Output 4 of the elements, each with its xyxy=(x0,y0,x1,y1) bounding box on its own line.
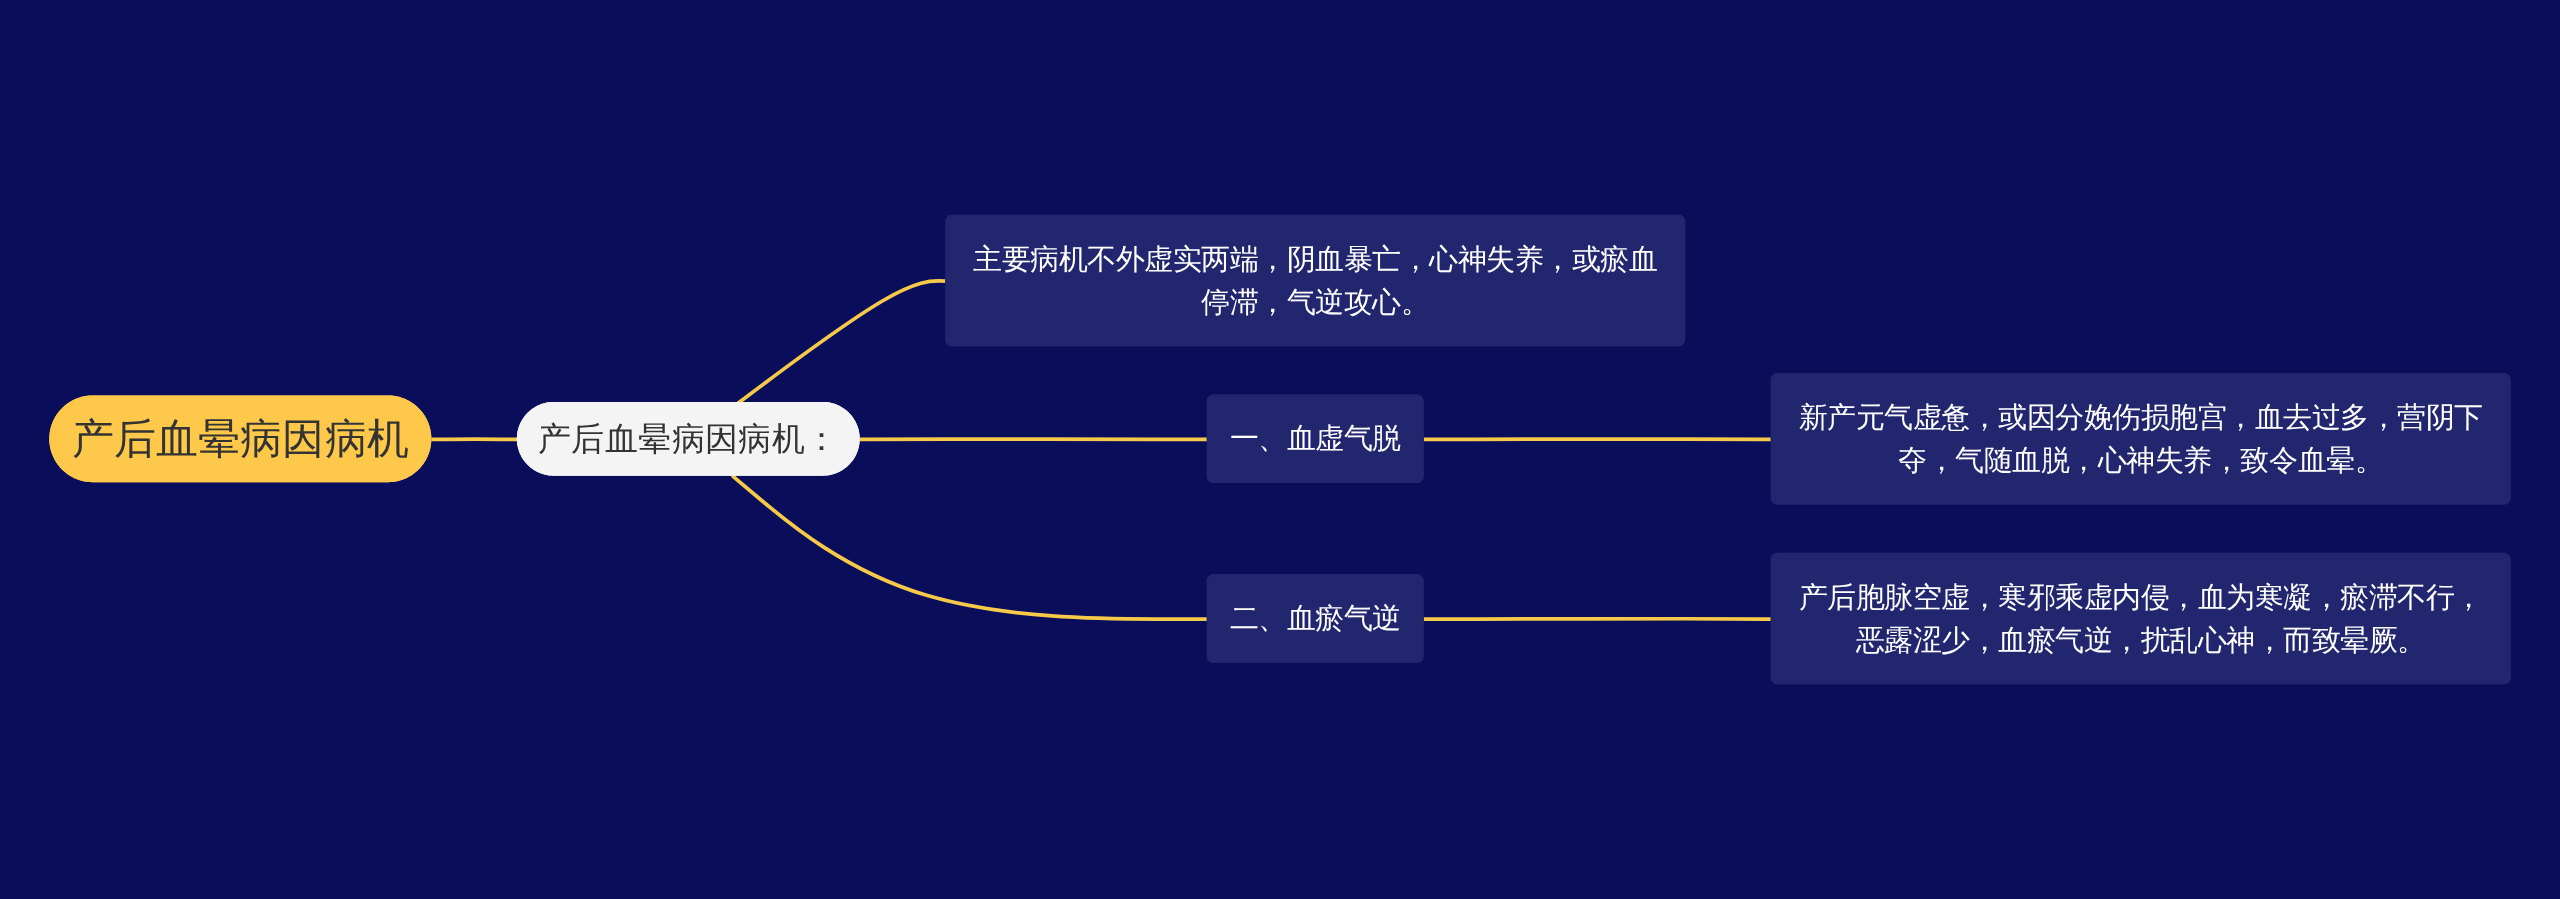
connector xyxy=(1423,616,1772,621)
connector xyxy=(859,437,1208,442)
connector xyxy=(730,474,1208,621)
connector xyxy=(1423,437,1772,442)
